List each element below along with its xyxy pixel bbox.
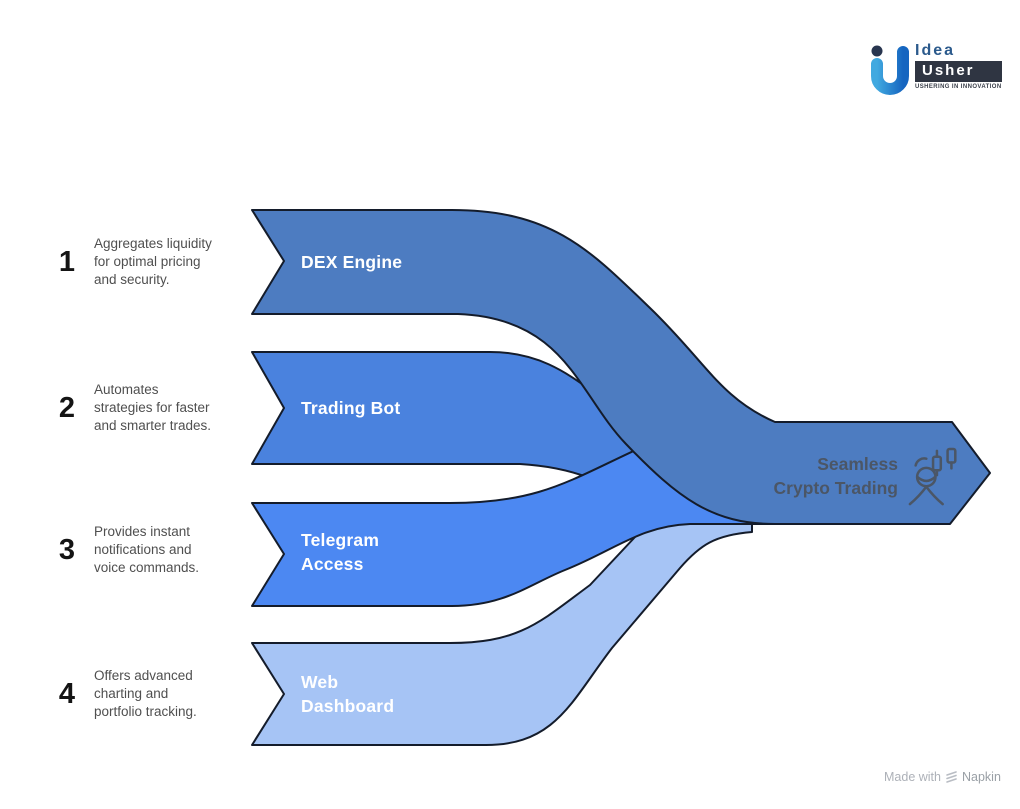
band-label-dex-engine: DEX Engine xyxy=(301,252,403,272)
step-description: Provides instant notifications and voice… xyxy=(94,524,200,575)
step-number: 2 xyxy=(58,391,76,424)
step-description: Automates strategies for faster and smar… xyxy=(94,382,212,433)
step-item-1: 1 Aggregates liquidity for optimal prici… xyxy=(54,226,244,298)
band-label-trading-bot: Trading Bot xyxy=(301,398,401,418)
result-label: Seamless Crypto Trading xyxy=(773,454,898,498)
idea-usher-u-icon xyxy=(871,45,909,95)
band-label-web-dashboard: Web Dashboard xyxy=(301,672,395,716)
band-web-dashboard xyxy=(251,459,753,746)
step-number: 1 xyxy=(58,245,76,278)
logo-idea-text: Idea xyxy=(915,42,956,59)
trader-chart-icon xyxy=(908,447,957,506)
band-dex-engine-and-result-arrow xyxy=(251,209,991,525)
step-item-3: 3 Provides instant notifications and voi… xyxy=(54,514,244,586)
logo-text-block: Idea Usher USHERING IN INNOVATION xyxy=(915,42,1002,90)
step-number: 4 xyxy=(58,677,76,710)
step-description: Offers advanced charting and portfolio t… xyxy=(94,668,197,719)
step-item-4: 4 Offers advanced charting and portfolio… xyxy=(54,658,244,730)
step-number: 3 xyxy=(58,533,76,566)
band-label-telegram-access: Telegram Access xyxy=(301,530,380,574)
idea-usher-logo: Idea Usher USHERING IN INNOVATION xyxy=(868,42,1002,100)
step-description: Aggregates liquidity for optimal pricing… xyxy=(94,236,212,287)
step-item-2: 2 Automates strategies for faster and sm… xyxy=(54,372,244,444)
logo-usher-text: Usher xyxy=(915,61,1002,82)
logo-tagline: USHERING IN INNOVATION xyxy=(915,84,1002,90)
napkin-icon xyxy=(946,771,957,783)
made-with-napkin-credit: Made with Napkin xyxy=(884,770,1001,784)
